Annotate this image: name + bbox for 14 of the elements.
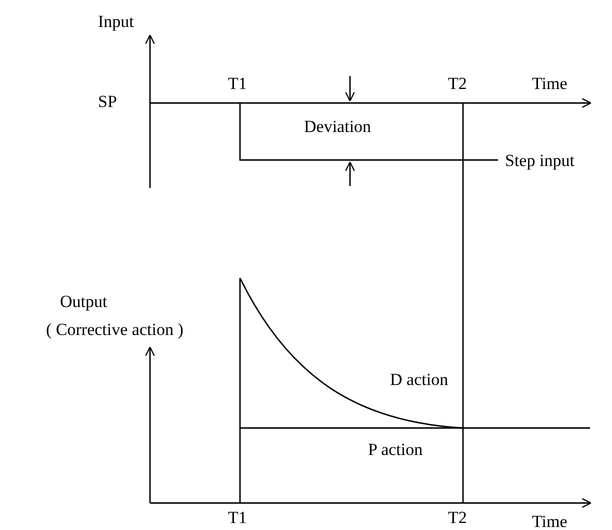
time-marker-label: T2 xyxy=(448,508,467,528)
curve-label: P action xyxy=(368,440,423,460)
deviation-label: Deviation xyxy=(304,117,372,137)
setpoint-label: SP xyxy=(98,92,117,112)
step-input-label: Step input xyxy=(505,151,574,171)
axis-label: Output xyxy=(60,292,108,312)
axis-label: Time xyxy=(532,74,568,94)
axis-label: ( Corrective action ) xyxy=(46,320,184,340)
curve-label: D action xyxy=(390,370,448,390)
time-marker-label: T1 xyxy=(228,74,247,94)
time-marker-label: T2 xyxy=(448,74,467,94)
axis-label: Time xyxy=(532,512,568,530)
axis-label: Input xyxy=(98,12,134,32)
time-marker-label: T1 xyxy=(228,508,247,528)
